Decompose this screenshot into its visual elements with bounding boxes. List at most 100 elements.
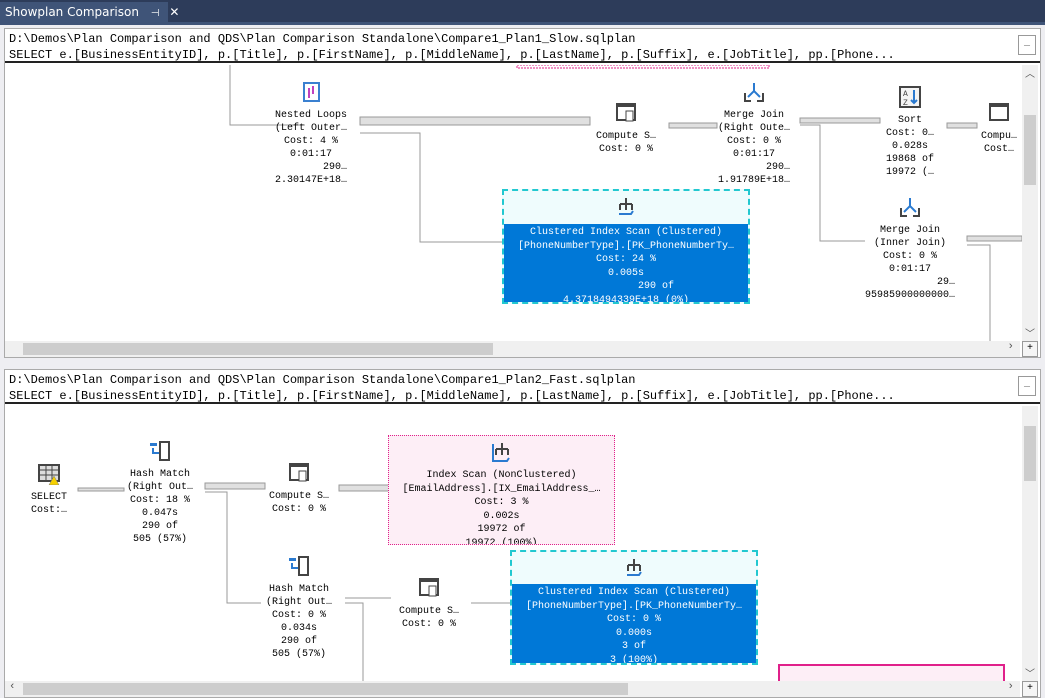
op-name: Compu… [980, 131, 1018, 142]
op-cost: Cost: 24 % [595, 254, 656, 265]
node-clustered-index-scan-selected[interactable]: Clustered Index Scan (Clustered)[PhoneNu… [502, 189, 750, 304]
sort-icon: AZ [898, 86, 921, 108]
op-rows: 290 of [141, 521, 179, 532]
op-name: Merge Join [723, 110, 785, 121]
plan-canvas-top[interactable]: Nested Loops(Left Outer…Cost: 4 %0:01:17… [5, 65, 1040, 357]
scroll-right-icon[interactable]: › [1007, 341, 1014, 353]
op-name: Index Scan (NonClustered) [426, 470, 577, 481]
op-rows: 290… [322, 162, 348, 173]
node-compute-scalar-edge[interactable]: Compu…Cost… [981, 102, 1017, 156]
op-type: (Right Out… [265, 597, 333, 608]
close-icon[interactable]: ✕ [169, 5, 180, 19]
node-compute-scalar[interactable]: Compute S… Cost: 0 % [596, 102, 656, 156]
op-object: [PhoneNumberType].[PK_PhoneNumberTy… [517, 240, 735, 252]
plan-query: SELECT e.[BusinessEntityID], p.[Title], … [9, 48, 895, 62]
op-cost: Cost: 0 % [882, 251, 938, 262]
op-type: (Inner Join) [873, 238, 947, 249]
op-estimate: 3 (100%) [609, 654, 658, 665]
op-cost: Cost: 4 % [283, 136, 339, 147]
op-time: 0.000s [615, 627, 652, 639]
op-estimate: 4.3718494339E+18 (0%) [562, 294, 690, 304]
node-index-scan-highlighted[interactable]: Index Scan (NonClustered) [EmailAddress].… [388, 435, 615, 545]
op-cost: Cost: 0… [885, 128, 935, 139]
zoom-navigate-button[interactable]: + [1022, 341, 1038, 357]
op-object: [EmailAddress].[IX_EmailAddress_… [402, 483, 601, 495]
op-cost: Cost: 0 % [271, 504, 327, 515]
op-time: 0:01:17 [289, 149, 333, 160]
horizontal-scrollbar[interactable]: ‹› [5, 681, 1020, 697]
title-bar: Showplan Comparison ⊣ ✕ [0, 0, 1045, 22]
pane-splitter[interactable] [0, 360, 1045, 368]
scroll-down-icon[interactable]: ﹀ [1025, 330, 1035, 341]
minimize-button[interactable]: _ [1018, 376, 1036, 396]
op-estimate: 2.30147E+18… [274, 175, 348, 186]
op-type: (Right Oute… [717, 123, 791, 134]
op-type: (Left Outer… [274, 123, 348, 134]
scroll-left-icon[interactable]: ‹ [9, 681, 16, 693]
op-rows: 3 of [621, 641, 646, 652]
svg-text:Z: Z [903, 99, 908, 108]
scrollbar-thumb[interactable] [1024, 115, 1036, 185]
node-compute-scalar-1[interactable]: Compute S…Cost: 0 % [269, 462, 329, 516]
compute-scalar-icon [615, 103, 636, 122]
op-name: Hash Match [268, 584, 330, 595]
plan-query: SELECT e.[BusinessEntityID], p.[Title], … [9, 389, 895, 403]
scrollbar-thumb[interactable] [23, 683, 628, 695]
pin-icon[interactable]: ⊣ [150, 8, 160, 19]
op-estimate: 95985900000000… [864, 290, 956, 301]
op-name: Compute S… [595, 131, 657, 142]
tab-underline [0, 22, 1045, 25]
hash-match-icon [288, 556, 309, 576]
op-estimate: 505 (57%) [271, 649, 327, 660]
plan-path: D:\Demos\Plan Comparison and QDS\Plan Co… [9, 32, 636, 46]
op-estimate: 505 (57%) [132, 534, 188, 545]
plan-pane-bottom: D:\Demos\Plan Comparison and QDS\Plan Co… [4, 369, 1041, 698]
merge-join-icon [743, 83, 764, 102]
scroll-right-icon[interactable]: › [1007, 681, 1014, 693]
op-name: Merge Join [879, 225, 941, 236]
svg-text:A: A [903, 90, 908, 99]
node-clustered-index-scan-selected[interactable]: Clustered Index Scan (Clustered)[PhoneNu… [510, 550, 758, 665]
scroll-up-icon[interactable]: ︿ [1025, 70, 1035, 81]
connector-lines [77, 482, 510, 697]
scrollbar-thumb[interactable] [23, 343, 493, 355]
vertical-scrollbar[interactable]: ︿﹀ [1022, 65, 1038, 341]
plan-header-bottom: D:\Demos\Plan Comparison and QDS\Plan Co… [5, 370, 1040, 404]
node-compute-scalar-2[interactable]: Compute S…Cost: 0 % [399, 577, 459, 631]
minimize-button[interactable]: _ [1018, 35, 1036, 55]
select-warning-icon [37, 464, 60, 485]
op-time: 0:01:17 [888, 264, 932, 275]
zoom-navigate-button[interactable]: + [1022, 681, 1038, 697]
op-rows: 290 of [637, 281, 674, 292]
tab-label: Showplan Comparison [5, 5, 139, 19]
compute-scalar-icon [288, 463, 309, 482]
op-time: 0.034s [280, 623, 318, 634]
plan-path: D:\Demos\Plan Comparison and QDS\Plan Co… [9, 373, 636, 387]
op-rows: 290… [765, 162, 791, 173]
compute-scalar-icon [988, 103, 1009, 121]
op-cost: Cost: 0 % [598, 144, 654, 155]
op-cost: Cost: 3 % [474, 497, 529, 508]
op-time: 0.005s [607, 267, 644, 279]
tab-showplan-comparison[interactable]: Showplan Comparison ⊣ ✕ [0, 2, 179, 22]
op-rows: 19868 of [885, 154, 935, 165]
vertical-scrollbar[interactable]: ﹀ [1022, 406, 1038, 681]
scrollbar-thumb[interactable] [1024, 426, 1036, 481]
nested-loops-icon [302, 82, 320, 102]
op-time: 0.002s [483, 510, 520, 522]
op-rows: 290 of [280, 636, 318, 647]
clustered-index-scan-icon [627, 559, 642, 576]
op-name: Compute S… [398, 606, 460, 617]
node-nested-loops[interactable]: Nested Loops(Left Outer…Cost: 4 %0:01:17… [275, 81, 347, 187]
scroll-down-icon[interactable]: ﹀ [1025, 670, 1035, 681]
op-cost: Cost: 18 % [129, 495, 191, 506]
plan-header-top: D:\Demos\Plan Comparison and QDS\Plan Co… [5, 29, 1040, 63]
horizontal-scrollbar[interactable]: › [5, 341, 1020, 357]
